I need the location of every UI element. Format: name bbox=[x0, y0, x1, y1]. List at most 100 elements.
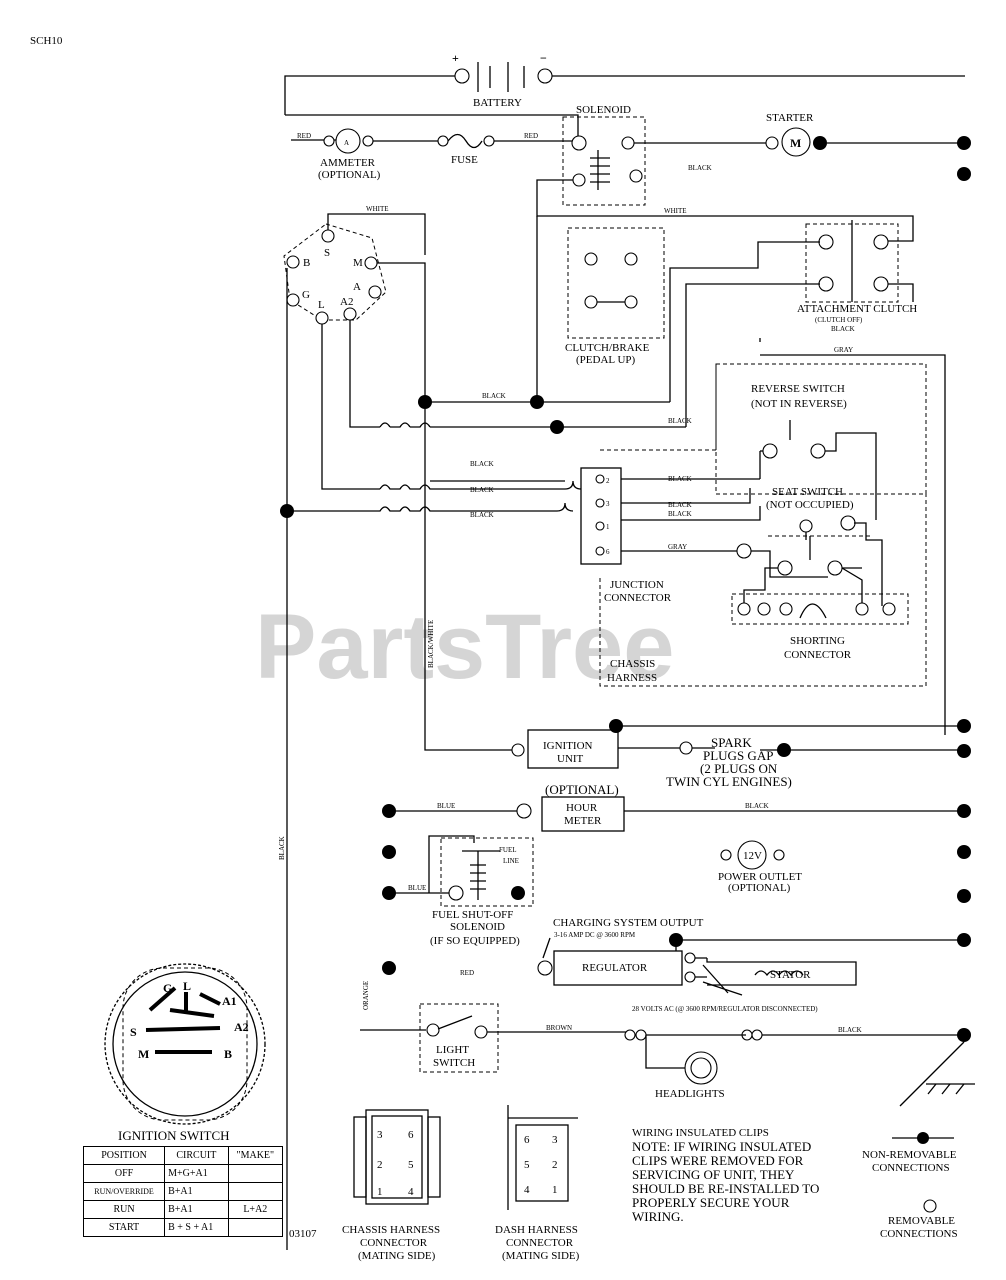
note-6: PROPERLY SECURE YOUR bbox=[632, 1195, 790, 1210]
wire-red-reg: RED bbox=[460, 969, 474, 977]
wire-gray-j: GRAY bbox=[668, 543, 687, 551]
dc-2: 2 bbox=[552, 1159, 558, 1171]
ign-pin-b: B bbox=[303, 257, 310, 269]
volt-12: 12V bbox=[743, 850, 762, 862]
reverse-switch-sub: (NOT IN REVERSE) bbox=[751, 398, 847, 410]
wire-white-2: WHITE bbox=[664, 207, 687, 215]
power-outlet-label: POWER OUTLET bbox=[718, 871, 802, 883]
junction-pin-3: 3 bbox=[606, 500, 610, 508]
stator: STATOR bbox=[754, 969, 811, 981]
light-switch: LIGHT SWITCH bbox=[419, 1003, 499, 1073]
dash-harness-connector: 6 3 5 2 4 1 DASH HARNESS CONNECTOR (MATI… bbox=[495, 1105, 580, 1262]
ignition-switch-connector: S B M A G L A2 bbox=[283, 223, 387, 325]
ammeter: A AMMETER (OPTIONAL) bbox=[318, 128, 381, 181]
key-a2: A2 bbox=[234, 1020, 249, 1034]
ignition-unit-2: UNIT bbox=[557, 753, 584, 765]
legend-nonremovable-1: NON-REMOVABLE bbox=[862, 1149, 957, 1161]
hour-meter: HOUR METER bbox=[541, 796, 625, 832]
dash-conn-3: (MATING SIDE) bbox=[502, 1250, 580, 1262]
seat-switch-label: SEAT SWITCH bbox=[772, 486, 843, 498]
wire-orange: ORANGE bbox=[362, 981, 370, 1010]
key-a1: A1 bbox=[222, 994, 237, 1008]
regulator: REGULATOR bbox=[553, 950, 696, 986]
power-outlet: 12V POWER OUTLET (OPTIONAL) bbox=[718, 840, 802, 894]
wire-black-h: BLACK bbox=[668, 510, 692, 518]
charging-2: 3-16 AMP DC @ 3600 RPM bbox=[554, 931, 636, 939]
table-cell-position: START bbox=[82, 1218, 166, 1237]
dash-conn-1: DASH HARNESS bbox=[495, 1224, 578, 1236]
wire-white-1: WHITE bbox=[366, 205, 389, 213]
wire-black-b: BLACK bbox=[668, 417, 692, 425]
table-row: START B + S + A1 bbox=[82, 1218, 284, 1237]
fuel-shutoff-solenoid: FUEL LINE FUEL SHUT-OFF SOLENOID (IF SO … bbox=[430, 837, 534, 947]
cc-1: 1 bbox=[377, 1186, 383, 1198]
seat-switch-sub: (NOT OCCUPIED) bbox=[766, 499, 854, 511]
chassis-harness-1: CHASSIS bbox=[610, 658, 655, 670]
wire-black-hour: BLACK bbox=[745, 802, 769, 810]
table-cell-make bbox=[227, 1182, 284, 1201]
ign-pin-m: M bbox=[353, 257, 363, 269]
table-cell-position: OFF bbox=[82, 1164, 166, 1183]
fuel-shutoff-2: SOLENOID bbox=[450, 921, 505, 933]
hour-meter-2: METER bbox=[564, 815, 602, 827]
headlights-label: HEADLIGHTS bbox=[655, 1088, 725, 1100]
key-s: S bbox=[130, 1025, 137, 1039]
chassis-conn-2: CONNECTOR bbox=[360, 1237, 428, 1249]
ign-pin-a2: A2 bbox=[340, 296, 353, 308]
battery-minus: − bbox=[540, 51, 547, 65]
table-cell-circuit: B+A1 bbox=[164, 1200, 229, 1219]
volts-ac: 28 VOLTS AC (@ 3600 RPM/REGULATOR DISCON… bbox=[632, 1005, 818, 1013]
ignition-unit-1: IGNITION bbox=[543, 740, 593, 752]
clutch-brake-switch: CLUTCH/BRAKE (PEDAL UP) bbox=[565, 227, 665, 366]
table-row: RUN/OVERRIDE B+A1 bbox=[82, 1182, 284, 1201]
seat-switch: SEAT SWITCH (NOT OCCUPIED) bbox=[736, 486, 870, 578]
light-switch-1: LIGHT bbox=[436, 1044, 469, 1056]
dc-6: 6 bbox=[524, 1134, 530, 1146]
note-2: NOTE: IF WIRING INSULATED bbox=[632, 1139, 811, 1154]
ign-pin-g: G bbox=[302, 289, 310, 301]
chassis-harness-2: HARNESS bbox=[607, 672, 657, 684]
table-cell-circuit: B+A1 bbox=[164, 1182, 229, 1201]
wire-black-head: BLACK bbox=[838, 1026, 862, 1034]
note-4: SERVICING OF UNIT, THEY bbox=[632, 1167, 795, 1182]
cc-5: 5 bbox=[408, 1159, 414, 1171]
light-switch-2: SWITCH bbox=[433, 1057, 475, 1069]
spark-4: TWIN CYL ENGINES) bbox=[666, 774, 792, 789]
wire-black-vertical: BLACK bbox=[278, 836, 286, 860]
battery-label: BATTERY bbox=[473, 97, 522, 109]
solenoid: SOLENOID bbox=[562, 104, 646, 206]
chassis-conn-1: CHASSIS HARNESS bbox=[342, 1224, 440, 1236]
clutch-brake-sub: (PEDAL UP) bbox=[576, 354, 636, 366]
fuel-line-1: FUEL bbox=[499, 846, 517, 854]
starter-m: M bbox=[790, 136, 801, 150]
starter: M STARTER bbox=[765, 112, 827, 157]
dc-4: 4 bbox=[524, 1184, 530, 1196]
wire-red-1: RED bbox=[297, 132, 311, 140]
starter-label: STARTER bbox=[766, 112, 814, 124]
ground-symbol bbox=[899, 1041, 975, 1107]
power-outlet-sub: (OPTIONAL) bbox=[728, 882, 791, 894]
chassis-conn-3: (MATING SIDE) bbox=[358, 1250, 436, 1262]
shorting-connector-2: CONNECTOR bbox=[784, 649, 852, 661]
clutch-brake-label: CLUTCH/BRAKE bbox=[565, 342, 650, 354]
wire-black-att: BLACK bbox=[831, 325, 855, 333]
note-1: WIRING INSULATED CLIPS bbox=[632, 1127, 769, 1139]
legend-nonremovable-2: CONNECTIONS bbox=[872, 1162, 950, 1174]
ignition-unit: IGNITION UNIT bbox=[511, 729, 619, 769]
attachment-clutch-sub: (CLUTCH OFF) bbox=[815, 316, 863, 324]
spark-1: SPARK bbox=[711, 735, 752, 750]
wire-black-d: BLACK bbox=[470, 486, 494, 494]
spark-plugs: SPARK PLUGS GAP (2 PLUGS ON TWIN CYL ENG… bbox=[666, 735, 792, 789]
battery-plus: + bbox=[452, 51, 459, 65]
ign-switch-title: IGNITION SWITCH bbox=[118, 1128, 230, 1143]
hour-meter-optional: (OPTIONAL) bbox=[545, 782, 619, 797]
fuse: FUSE bbox=[437, 133, 495, 166]
table-cell-make bbox=[227, 1164, 284, 1183]
key-b: B bbox=[224, 1047, 232, 1061]
ammeter-label: AMMETER bbox=[320, 157, 376, 169]
watermark: PartsTree bbox=[255, 596, 674, 698]
table-header: "MAKE" bbox=[227, 1146, 284, 1165]
attachment-clutch-label: ATTACHMENT CLUTCH bbox=[797, 303, 917, 315]
table-cell-circuit: M+G+A1 bbox=[164, 1164, 229, 1183]
shorting-connector-1: SHORTING bbox=[790, 635, 845, 647]
